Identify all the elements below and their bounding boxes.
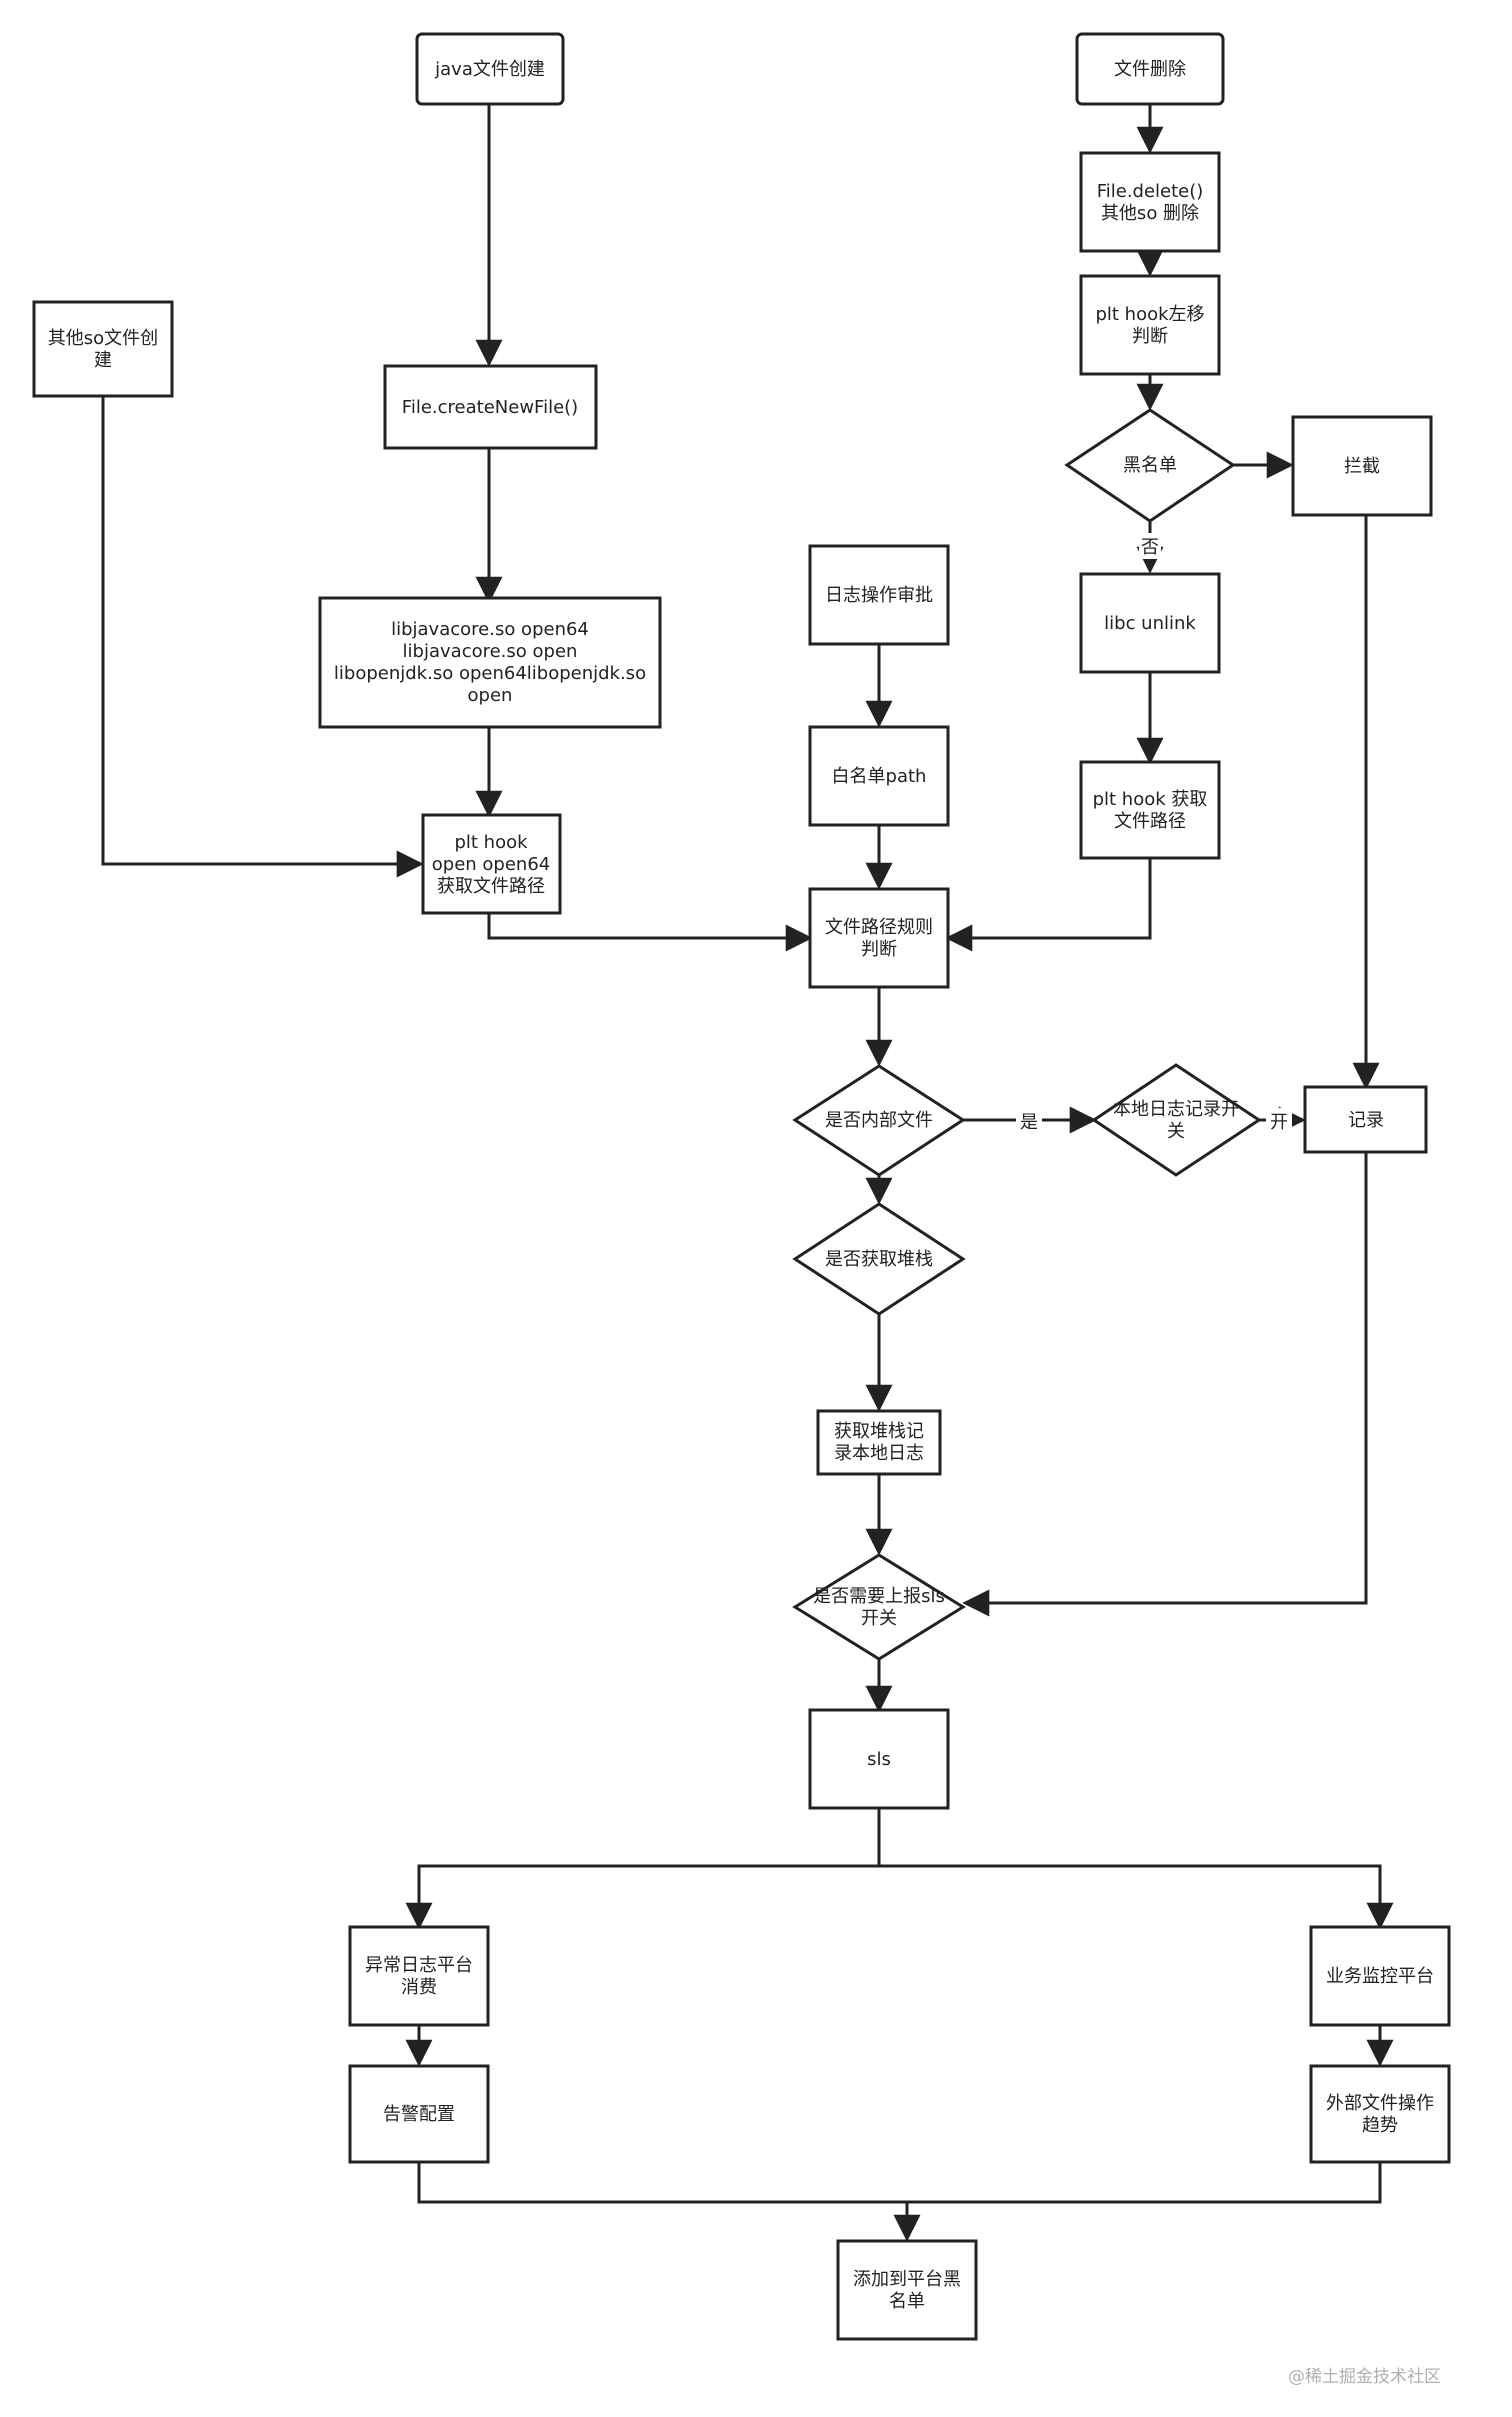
- watermark: @稀土掘金技术社区: [1288, 2367, 1441, 2387]
- node-whitelist-path: [808, 725, 950, 827]
- label-alert-config: 告警配置: [383, 2104, 455, 2125]
- node-report-sls: [792, 1553, 966, 1661]
- label-is-internal: 是否内部文件: [825, 1110, 933, 1131]
- label-other-so-create: 其他so文件创建: [48, 328, 158, 371]
- node-biz-monitor: [1309, 1925, 1451, 2027]
- edge-hookpath-to-pathrule: [945, 858, 1152, 952]
- label-get-stack: 是否获取堆栈: [825, 1249, 933, 1270]
- node-plt-hook-left: [1079, 274, 1221, 376]
- node-alert-config: [348, 2064, 490, 2164]
- label-local-log-switch: 本地日志记录开关: [1113, 1099, 1239, 1142]
- node-plt-hook-open: [421, 813, 562, 915]
- nodes: [32, 32, 1451, 2341]
- label-sls: sls: [867, 1749, 891, 1770]
- edge-label-open: 开: [1270, 1112, 1288, 1133]
- edge-labels: 否 是 开: [1016, 533, 1292, 1134]
- node-get-stack: [792, 1202, 966, 1316]
- label-libc-unlink: libc unlink: [1104, 613, 1196, 634]
- node-file-delete: [1075, 32, 1225, 106]
- node-local-log-switch: [1091, 1063, 1262, 1177]
- edge-otherso-to-plthook: [101, 396, 424, 878]
- node-plt-hook-path: [1079, 760, 1221, 860]
- node-other-so-create: [32, 300, 174, 398]
- node-blacklist: [1064, 408, 1236, 523]
- edge-sls-to-biz: [879, 1864, 1394, 1930]
- label-blacklist: 黑名单: [1123, 455, 1177, 476]
- node-lib-open: [318, 596, 662, 729]
- edge-sls-to-abnormal: [405, 1808, 881, 1930]
- node-is-internal: [792, 1064, 966, 1177]
- label-add-blacklist: 添加到平台黑名单: [853, 2269, 961, 2312]
- label-plt-hook-path: plt hook 获取文件路径: [1093, 789, 1208, 832]
- label-java-create: java文件创建: [434, 59, 545, 80]
- label-external-trend: 外部文件操作趋势: [1326, 2093, 1434, 2136]
- label-path-rule: 文件路径规则判断: [825, 917, 933, 960]
- node-create-new-file: [383, 364, 598, 450]
- node-log-approval: [808, 544, 950, 646]
- node-libc-unlink: [1079, 572, 1221, 674]
- label-create-new-file: File.createNewFile(): [402, 397, 578, 418]
- node-external-trend: [1309, 2064, 1451, 2164]
- edges: [101, 104, 1394, 2242]
- label-plt-hook-left: plt hook左移判断: [1095, 304, 1204, 347]
- edge-plthook-to-pathrule: [487, 913, 813, 952]
- label-log-approval: 日志操作审批: [825, 585, 933, 606]
- label-file-delete: 文件删除: [1114, 59, 1186, 80]
- node-sls: [808, 1708, 950, 1810]
- node-path-rule: [808, 887, 950, 989]
- node-java-create: [415, 32, 565, 106]
- label-stack-log: 获取堆栈记录本地日志: [834, 1421, 924, 1464]
- label-record: 记录: [1348, 1110, 1384, 1131]
- label-abnormal-log: 异常日志平台消费: [365, 1955, 473, 1998]
- edge-alert-to-addblack: [417, 2162, 1382, 2204]
- label-whitelist-path: 白名单path: [832, 766, 927, 787]
- label-intercept: 拦截: [1344, 456, 1380, 477]
- node-add-blacklist: [836, 2239, 978, 2341]
- edge-label-yes: 是: [1020, 1112, 1038, 1133]
- node-intercept: [1291, 415, 1433, 517]
- edge-label-no: 否: [1141, 537, 1159, 558]
- node-abnormal-log: [348, 1925, 490, 2027]
- label-biz-monitor: 业务监控平台: [1326, 1966, 1434, 1987]
- node-stack-log: [816, 1409, 942, 1476]
- edge-record-to-reportsls: [962, 1152, 1368, 1617]
- label-delete-call: File.delete()其他so 删除: [1097, 181, 1204, 224]
- node-record: [1303, 1085, 1428, 1154]
- node-delete-call: [1079, 151, 1221, 253]
